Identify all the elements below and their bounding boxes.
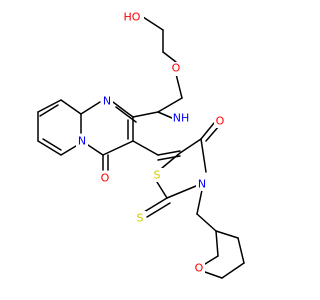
- bond: [196, 189, 203, 215]
- bridgehead-nitrogen-atom: N: [76, 134, 88, 148]
- amine-nitrogen-atom: NH: [172, 111, 190, 125]
- bond: [39, 104, 59, 117]
- atom-labels: HO O NH N N O S O: [76, 9, 226, 275]
- pyrimidine-nitrogen-atom: N: [101, 94, 113, 108]
- bond: [200, 122, 215, 140]
- svg-text:N: N: [103, 95, 111, 108]
- svg-text:NH: NH: [173, 112, 190, 125]
- thiazolidinone-carbonyl-oxygen-atom: O: [214, 114, 226, 128]
- bond: [102, 140, 134, 156]
- bond: [42, 138, 62, 151]
- svg-text:O: O: [195, 262, 204, 275]
- bond: [196, 213, 217, 232]
- molecule-structure-diagram: HO O NH N N O S O: [37, 9, 245, 279]
- tetrahydrofuran-oxygen-atom: O: [193, 261, 205, 275]
- bond: [132, 140, 159, 156]
- bond: [157, 97, 183, 113]
- svg-text:O: O: [172, 62, 181, 75]
- bond: [205, 125, 220, 142]
- bond: [157, 111, 173, 119]
- bond: [215, 230, 219, 257]
- bond: [60, 99, 82, 115]
- bond: [112, 101, 134, 118]
- molecule-svg: HO O NH N N O S O: [37, 9, 245, 279]
- bond: [161, 152, 181, 169]
- bond: [166, 185, 197, 199]
- bond: [146, 202, 171, 218]
- bond: [157, 150, 181, 156]
- bond: [60, 145, 77, 156]
- bonds: [37, 16, 245, 279]
- bond: [132, 111, 159, 118]
- bond: [237, 237, 245, 264]
- bond: [37, 99, 62, 113]
- bond: [143, 197, 168, 213]
- svg-text:N: N: [78, 135, 86, 148]
- svg-text:N: N: [198, 178, 206, 191]
- bond: [87, 144, 104, 156]
- bond: [215, 230, 239, 239]
- bond: [175, 73, 183, 99]
- bond: [37, 140, 62, 156]
- pyrimidinone-carbonyl-oxygen-atom: O: [99, 172, 111, 186]
- bond: [80, 101, 101, 115]
- svg-text:S: S: [137, 212, 144, 225]
- bond: [204, 255, 219, 265]
- bond: [142, 16, 164, 31]
- bond: [179, 138, 202, 154]
- bond: [200, 138, 207, 173]
- bond: [162, 51, 177, 63]
- svg-text:S: S: [154, 169, 161, 182]
- svg-text:O: O: [101, 172, 110, 185]
- svg-text:O: O: [216, 115, 225, 128]
- thiazolidine-nitrogen-atom: N: [196, 177, 208, 191]
- bond: [204, 271, 223, 279]
- ether-oxygen-atom: O: [170, 62, 182, 76]
- bond: [156, 181, 168, 199]
- hydroxyl-oxygen-atom: HO: [120, 9, 144, 24]
- thiazolidine-ring-sulfur-atom: S: [151, 168, 163, 182]
- bond: [221, 262, 245, 279]
- thioxo-sulfur-atom: S: [134, 211, 146, 225]
- svg-text:HO: HO: [124, 11, 141, 24]
